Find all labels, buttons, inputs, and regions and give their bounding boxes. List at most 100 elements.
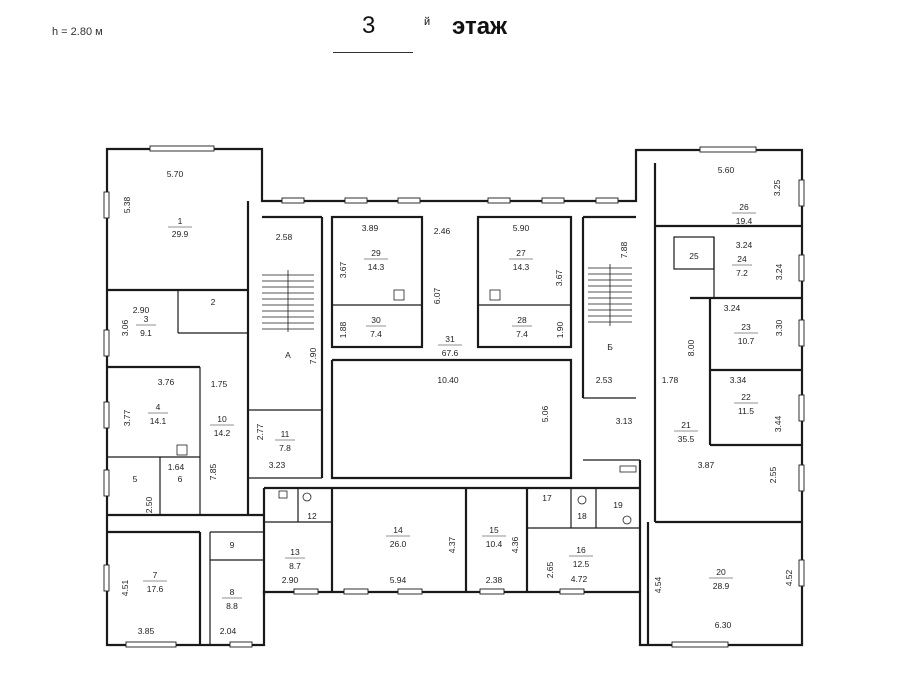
dimension: 5.90	[513, 223, 530, 233]
dimension: 6.07	[432, 287, 442, 304]
building-outline	[105, 147, 804, 647]
dimension: 2.65	[545, 561, 555, 578]
room-number: 13	[290, 547, 300, 557]
dimension: 2.55	[768, 466, 778, 483]
dimension: 3.24	[774, 263, 784, 280]
room-area: 11.5	[738, 406, 754, 416]
window	[397, 588, 423, 595]
room-number: 23	[741, 322, 751, 332]
room-block-29-30	[330, 215, 424, 349]
window	[397, 197, 421, 204]
room-number: 12	[307, 511, 317, 521]
room-number: 24	[737, 254, 747, 264]
dimension: 3.24	[736, 240, 753, 250]
window	[479, 588, 505, 595]
room-number: 21	[681, 420, 691, 430]
vent-shaft-icon	[393, 289, 405, 301]
window	[487, 197, 511, 204]
room-number: 14	[393, 525, 403, 535]
room-number: 20	[716, 567, 726, 577]
dimension: 5.38	[122, 196, 132, 213]
dimension: 5.70	[167, 169, 184, 179]
room-number: 29	[371, 248, 381, 258]
window	[103, 564, 110, 592]
room-area: 10.4	[486, 539, 503, 549]
window	[798, 394, 805, 422]
title-underline	[333, 52, 413, 53]
dimension: 4.36	[510, 536, 520, 553]
dimension: 3.06	[120, 319, 130, 336]
dimension: 1.90	[555, 321, 565, 338]
sink-icon	[619, 465, 637, 473]
room-number: 15	[489, 525, 499, 535]
room-number: 28	[517, 315, 527, 325]
room-number: 11	[281, 429, 290, 439]
room-number: 10	[217, 414, 227, 424]
room-block-27-28	[476, 215, 573, 349]
dimension: 3.77	[122, 409, 132, 426]
room-labels: 1 29.9 2 3 9.1 4 14.1 5 6 7 17.6 8 8.8 9…	[133, 202, 758, 611]
room-number: 27	[516, 248, 526, 258]
stair-a-treads	[262, 270, 314, 332]
dimension: 5.60	[718, 165, 735, 175]
dimension: 7.90	[308, 347, 318, 364]
dimension: 1.64	[168, 462, 185, 472]
dimension: 10.40	[437, 375, 459, 385]
room-area: 8.7	[289, 561, 301, 571]
dimension: 5.06	[540, 405, 550, 422]
window	[281, 197, 305, 204]
room-area: 14.3	[513, 262, 530, 272]
room-area: 8.8	[226, 601, 238, 611]
window	[559, 588, 585, 595]
dimension: 3.23	[269, 460, 286, 470]
room-number: 25	[689, 251, 699, 261]
vent-shaft-icon	[489, 289, 501, 301]
dimension: 2.90	[282, 575, 299, 585]
room-number: 5	[133, 474, 138, 484]
room-number: 30	[371, 315, 381, 325]
dimension: 1.88	[338, 321, 348, 338]
window	[798, 319, 805, 347]
dimension: 3.85	[138, 626, 155, 636]
room-number: 1	[178, 216, 183, 226]
room-number: 26	[739, 202, 749, 212]
dimension: 7.88	[619, 241, 629, 258]
dimension: 7.85	[208, 463, 218, 480]
window	[125, 641, 177, 648]
window	[149, 145, 215, 152]
dimension: 3.24	[724, 303, 741, 313]
dimension: 2.50	[144, 496, 154, 513]
dimension: 3.44	[773, 415, 783, 432]
ceiling-height-note: h = 2.80 м	[52, 26, 103, 38]
stair-label: А	[285, 350, 291, 360]
window	[699, 146, 757, 153]
dimension: 3.13	[616, 416, 633, 426]
room-area: 14.1	[150, 416, 167, 426]
dimension: 4.72	[571, 574, 588, 584]
window	[103, 191, 110, 219]
room-area: 10.7	[738, 336, 755, 346]
window	[595, 197, 619, 204]
room-number: 7	[153, 570, 158, 580]
window	[541, 197, 565, 204]
dimension: 4.52	[784, 569, 794, 586]
sink-icon	[278, 490, 288, 499]
room-area: 67.6	[442, 348, 459, 358]
dimension: 4.37	[447, 536, 457, 553]
windows	[103, 145, 805, 648]
toilet-icon	[622, 515, 632, 525]
window	[344, 197, 368, 204]
room-area: 12.5	[573, 559, 590, 569]
dimension: 1.75	[211, 379, 228, 389]
room-area: 7.4	[516, 329, 528, 339]
room-number: 8	[230, 587, 235, 597]
dimension: 3.76	[158, 377, 175, 387]
room-area: 35.5	[678, 434, 695, 444]
room-number: 9	[230, 540, 235, 550]
dimension: 4.51	[120, 579, 130, 596]
dimension: 2.38	[486, 575, 503, 585]
window	[671, 641, 729, 648]
dimension: 3.34	[730, 375, 747, 385]
dimension: 2.77	[255, 423, 265, 440]
